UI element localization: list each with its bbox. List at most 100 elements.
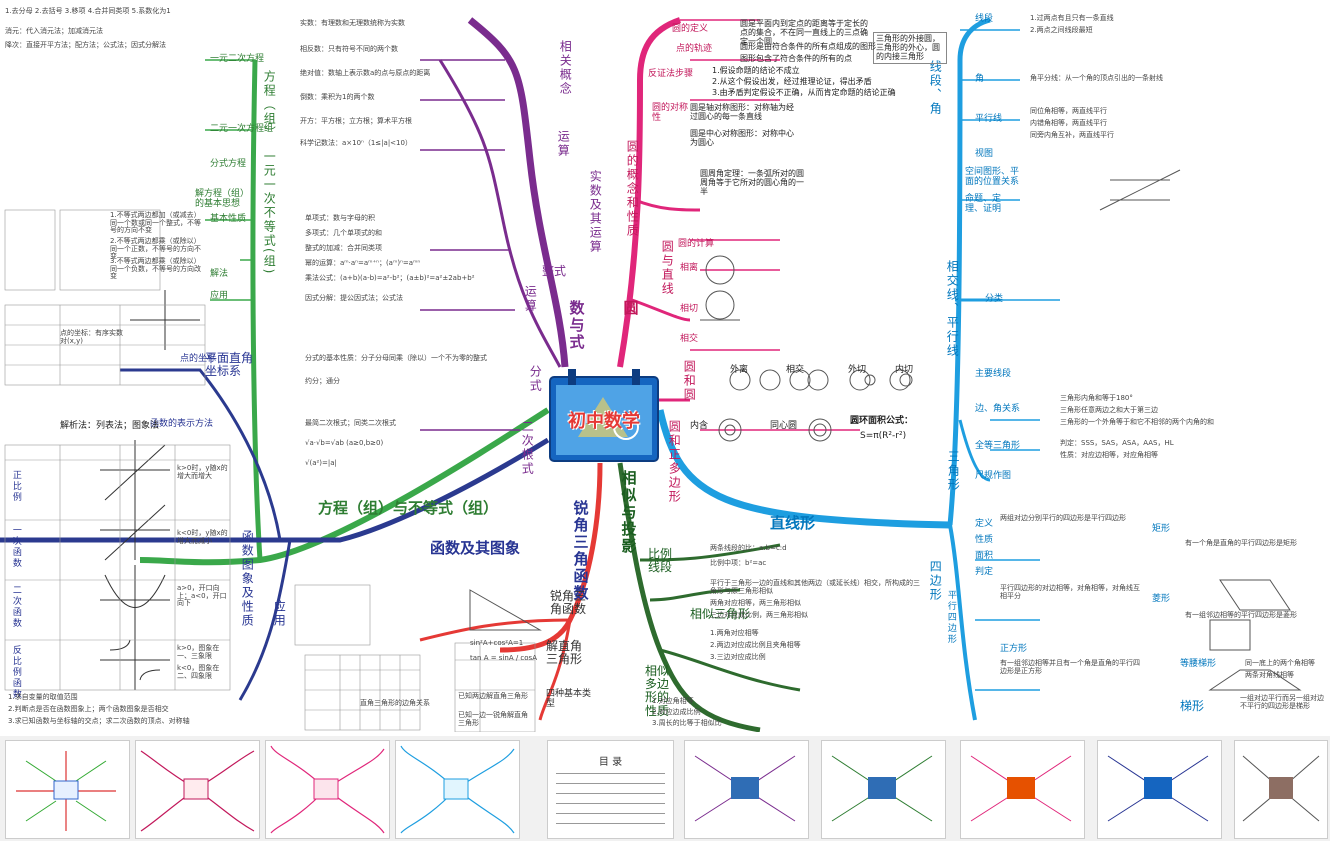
- branch-biaoshi[interactable]: 函数的表示方法: [150, 419, 214, 429]
- label-juxing[interactable]: 矩形: [1152, 524, 1171, 534]
- label-bd-yingyong[interactable]: 应用: [210, 291, 229, 301]
- label-sb-xingzhi[interactable]: 性质: [975, 535, 994, 545]
- thumbnail-2[interactable]: [135, 740, 260, 839]
- label-jiexing[interactable]: 解方程（组）的基本思想: [195, 189, 250, 209]
- note-fb2: k<0，图象在二、四象限: [177, 664, 220, 680]
- label-pinghang[interactable]: 平行线: [975, 114, 1003, 124]
- branch-yunsuan-2[interactable]: 运算: [556, 130, 571, 158]
- note-xd2: 2.两点之间线段最短: [1030, 26, 1093, 34]
- thumbnail-3[interactable]: [265, 740, 390, 839]
- branch-bili[interactable]: 比例线段: [648, 547, 673, 575]
- note-sb2: 平行四边形的对边相等，对角相等，对角线互相平分: [1000, 584, 1140, 600]
- branch-xiangsi[interactable]: 相似与投影: [619, 470, 638, 555]
- branch-zhengshi[interactable]: 整式: [542, 264, 567, 278]
- branch-yingyong[interactable]: 应用: [272, 600, 287, 628]
- label-lingxing[interactable]: 菱形: [1152, 594, 1171, 604]
- branch-ruijiao[interactable]: 锐角三角函数: [571, 500, 590, 602]
- label-fenshifangcheng[interactable]: 分式方程: [210, 159, 247, 169]
- label-zhengbili[interactable]: 正比例: [10, 470, 21, 503]
- branch-sibianxing[interactable]: 四边形: [928, 560, 943, 602]
- label-yuanjisuan[interactable]: 圆的计算: [678, 239, 715, 249]
- branch-yuan-zhengduo[interactable]: 圆和正多边形: [667, 420, 682, 504]
- label-neihan[interactable]: 内含: [690, 421, 709, 431]
- label-sb-mianji[interactable]: 面积: [975, 551, 994, 561]
- label-xiangjiao-yy[interactable]: 相交: [786, 365, 805, 375]
- branch-zhixianxing[interactable]: 直线形: [770, 514, 816, 532]
- label-xiangqie[interactable]: 相切: [680, 304, 699, 314]
- label-dianguiji[interactable]: 点的轨迹: [676, 44, 713, 54]
- branch-yuan[interactable]: 圆: [621, 300, 640, 317]
- label-erciyuan[interactable]: 二元一次方程组: [210, 124, 274, 134]
- label-xiangjiao-zx[interactable]: 相交: [680, 334, 699, 344]
- central-topic[interactable]: 初中数学: [548, 367, 660, 463]
- branch-shuyushi[interactable]: 数与式: [567, 300, 586, 351]
- label-waiqie[interactable]: 外切: [848, 365, 867, 375]
- label-xianduan[interactable]: 线段: [975, 14, 994, 24]
- thumbnail-mindmap-icon: [270, 745, 385, 834]
- branch-yuan-yuan[interactable]: 圆和圆: [682, 360, 697, 402]
- thumbnail-toc[interactable]: 目 录: [547, 740, 674, 839]
- label-yiyuanerci[interactable]: 一元二次方程: [210, 54, 265, 64]
- branch-pingmian[interactable]: 平面直角坐标系: [205, 351, 254, 379]
- label-fanzheng[interactable]: 反证法步骤: [648, 69, 694, 79]
- note-ec1: 最简二次根式；同类二次根式: [305, 419, 396, 427]
- branch-erci[interactable]: 二次根式: [520, 420, 535, 476]
- thumbnail-7[interactable]: [960, 740, 1085, 839]
- label-xiangli[interactable]: 相离: [680, 263, 699, 273]
- branch-xiangsi-db[interactable]: 相似多边形的性质: [645, 664, 670, 718]
- branch-ruijiao-sub[interactable]: 锐角三角函数: [550, 589, 587, 617]
- label-zhuyao[interactable]: 主要线段: [975, 369, 1012, 379]
- branch-xianduan[interactable]: 线段、角: [928, 60, 943, 116]
- thumbnail-9[interactable]: [1234, 740, 1328, 839]
- branch-xiangsi-sj[interactable]: 相似三角形: [690, 607, 751, 621]
- thumbnail-4[interactable]: [395, 740, 520, 839]
- thumbnail-1[interactable]: [5, 740, 130, 839]
- label-kongjian[interactable]: 空间图形、平面的位置关系: [965, 167, 1020, 187]
- branch-fenshi[interactable]: 分式: [528, 365, 543, 393]
- label-quandeng[interactable]: 全等三角形: [975, 441, 1021, 451]
- label-ercihanshu[interactable]: 二次函数: [10, 585, 21, 629]
- branch-hanshu[interactable]: 函数及其图象: [430, 539, 521, 557]
- label-jiao[interactable]: 角: [975, 74, 985, 84]
- label-yuandingyi[interactable]: 圆的定义: [672, 24, 709, 34]
- thumbnail-6[interactable]: [821, 740, 946, 839]
- branch-budengshi[interactable]: 一元一次不等式(组): [262, 150, 277, 276]
- label-duichenxing[interactable]: 圆的对称性: [652, 103, 689, 123]
- branch-tixing[interactable]: 梯形: [1180, 699, 1205, 713]
- label-jiexifa: 解析法：列表法；图象法: [60, 421, 160, 431]
- label-bianjiao[interactable]: 边、角关系: [975, 404, 1021, 414]
- label-shitu[interactable]: 视图: [975, 149, 994, 159]
- label-sb-panding[interactable]: 判定: [975, 567, 994, 577]
- branch-yuan-zhixian[interactable]: 圆与直线: [660, 240, 675, 296]
- label-dianzuobiao[interactable]: 点的坐标: [180, 354, 217, 364]
- label-dengyao[interactable]: 等腰梯形: [1180, 659, 1217, 669]
- label-fanbili[interactable]: 反比例函数: [10, 645, 21, 700]
- label-sb-dingyi[interactable]: 定义: [975, 519, 994, 529]
- label-yicihanshu[interactable]: 一次函数: [10, 525, 21, 569]
- thumbnail-5[interactable]: [684, 740, 809, 839]
- branch-pingxing-si[interactable]: 平行四边形: [945, 590, 956, 645]
- label-fenlei[interactable]: 分类: [985, 294, 1004, 304]
- branch-fangcheng-zu[interactable]: 方程（组）: [262, 70, 277, 140]
- label-zhengfangxing[interactable]: 正方形: [1000, 644, 1028, 654]
- branch-fangcheng[interactable]: 方程（组）与不等式（组）: [318, 499, 499, 517]
- branch-sizhong[interactable]: 四种基本类型: [546, 689, 592, 709]
- note-tx2: 同一底上的两个角相等: [1245, 659, 1315, 667]
- label-chizuotu[interactable]: 尺规作图: [975, 471, 1012, 481]
- branch-hanshu-sub[interactable]: 函数图象及性质: [240, 530, 255, 628]
- thumbnail-8[interactable]: [1097, 740, 1222, 839]
- branch-yunsuan[interactable]: 运算: [523, 285, 538, 313]
- label-bd-jiefa[interactable]: 解法: [210, 269, 229, 279]
- branch-sanjiaoxing[interactable]: 三角形: [946, 450, 961, 492]
- note-sj1: 三角形内角和等于180°: [1060, 394, 1133, 402]
- branch-xiangjiao[interactable]: 相交线、平行线: [945, 260, 960, 358]
- label-tongxinyuan[interactable]: 同心圆: [770, 421, 798, 431]
- label-waili[interactable]: 外离: [730, 365, 749, 375]
- branch-yuan-gainian[interactable]: 圆的概念和性质: [625, 140, 640, 238]
- label-bd-xingzhi[interactable]: 基本性质: [210, 214, 247, 224]
- branch-jiezhi[interactable]: 解直角三角形: [546, 639, 583, 667]
- label-neiqie[interactable]: 内切: [895, 365, 914, 375]
- branch-shiyunsuan[interactable]: 实数及其运算: [588, 170, 603, 254]
- label-mingti[interactable]: 命题、定理、证明: [965, 194, 1002, 214]
- branch-xiangguan[interactable]: 相关概念: [558, 40, 573, 96]
